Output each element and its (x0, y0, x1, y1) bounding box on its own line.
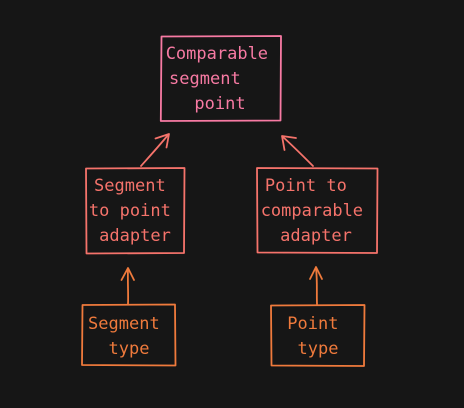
node-box (159, 35, 282, 122)
arrow-head (309, 266, 323, 280)
arrow-segment-type-to-adapter (120, 267, 135, 305)
node-segment-type[interactable]: Segment type (81, 303, 177, 367)
arrow-head (120, 267, 135, 281)
node-box (85, 167, 186, 255)
node-label-line: adapter (280, 226, 352, 246)
node-box (256, 167, 379, 254)
node-label-line: comparable (261, 201, 363, 221)
node-label-line: type (298, 339, 339, 359)
node-label-line: Segment (88, 314, 160, 334)
node-label: Point type (287, 314, 348, 359)
arrow-head (154, 133, 170, 149)
node-label: Segment to point adapter (89, 176, 181, 246)
node-label-line: adapter (99, 226, 171, 246)
arrow-shaft (282, 136, 314, 167)
node-label-line: Point to (265, 176, 347, 196)
arrow-point-type-to-adapter (309, 266, 323, 305)
node-label: Segment type (88, 314, 170, 359)
arrow-head (281, 135, 297, 151)
node-box (81, 303, 177, 367)
node-point-type[interactable]: Point type (270, 304, 366, 367)
node-label-line: Point (287, 314, 338, 334)
node-label-line: segment (169, 69, 241, 89)
node-point-to-comparable-adapter[interactable]: Point to comparable adapter (256, 167, 379, 254)
node-label-line: Segment (94, 176, 166, 196)
arrow-shaft (140, 134, 169, 167)
node-segment-to-point-adapter[interactable]: Segment to point adapter (85, 167, 186, 255)
node-label-line: type (109, 339, 150, 359)
node-label: Point to comparable adapter (261, 176, 374, 246)
arrow-shaft (315, 267, 318, 305)
node-label-line: to point (89, 201, 171, 221)
node-label-line: Comparable (166, 44, 268, 64)
node-label-line: point (194, 94, 245, 114)
node-comparable-segment-point[interactable]: Comparable segment point (159, 35, 282, 122)
node-label: Comparable segment point (166, 44, 279, 114)
arrow-segment-adapter-to-comparable (140, 133, 170, 167)
node-box (270, 304, 366, 367)
arrow-point-adapter-to-comparable (281, 135, 314, 167)
